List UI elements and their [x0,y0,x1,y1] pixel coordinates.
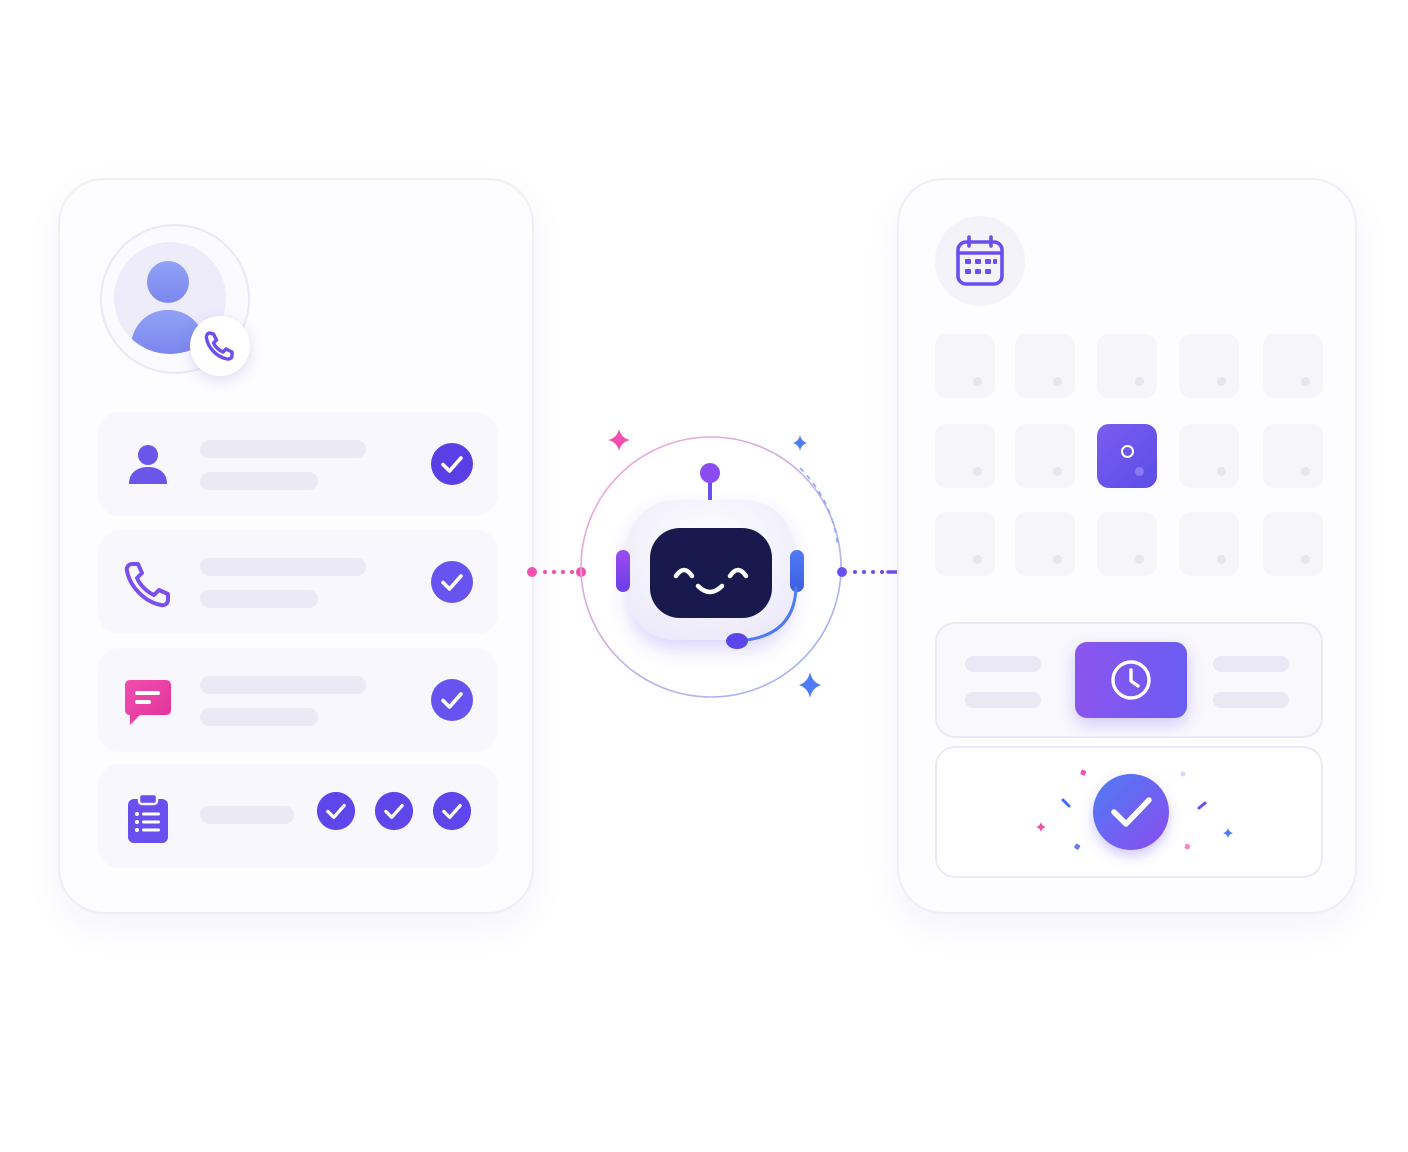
calendar-day[interactable] [1179,512,1239,576]
placeholder-line [200,472,318,490]
caller-avatar [100,224,250,374]
message-row [98,648,498,752]
user-icon [129,445,167,484]
placeholder-line [200,558,366,576]
sparkle-icon [608,429,630,451]
incoming-call-badge [190,316,250,376]
check-icon [431,443,473,485]
calendar-day[interactable] [1015,334,1075,398]
confetti-icon [1036,769,1233,850]
clipboard-list-icon [128,792,168,843]
calendar-day[interactable] [1097,512,1157,576]
calendar-day[interactable] [1263,334,1323,398]
time-picker [935,622,1323,738]
clock-icon [1111,660,1151,700]
placeholder-line [200,590,318,608]
calendar-day[interactable] [1015,512,1075,576]
calendar-icon [956,235,1004,286]
user-icon [130,261,206,354]
call-intake-card [58,178,534,914]
calendar-day[interactable] [935,424,995,488]
placeholder-line [200,806,294,824]
placeholder-line [965,656,1041,672]
booking-confirmation [935,746,1323,878]
calendar-day[interactable] [1015,424,1075,488]
check-icon [431,679,473,721]
phone-icon [124,562,170,608]
calendar-day[interactable] [1179,424,1239,488]
time-slot-button[interactable] [1075,642,1187,718]
check-icon [431,561,473,603]
calendar-day[interactable] [1263,424,1323,488]
phone-icon [204,331,234,361]
calendar-day-selected[interactable] [1097,424,1157,488]
check-icon [374,791,414,831]
sparkle-icon [793,435,807,451]
calendar-badge [935,216,1025,306]
input-connector [527,567,586,577]
placeholder-line [200,708,318,726]
calendar-day[interactable] [935,512,995,576]
calendar-day[interactable] [1097,334,1157,398]
sparkle-icon [799,672,821,698]
calendar-day[interactable] [1179,334,1239,398]
check-icon [432,791,472,831]
placeholder-line [1213,692,1289,708]
calendar-day[interactable] [935,334,995,398]
caller-name-row [98,412,498,516]
calendar-day[interactable] [1263,512,1323,576]
placeholder-line [200,676,366,694]
placeholder-line [965,692,1041,708]
ai-assistant-hub [580,429,842,698]
placeholder-line [200,440,366,458]
audio-waveform-icon [278,274,487,342]
checklist-row [98,764,498,868]
phone-number-row [98,530,498,634]
check-icon [1093,774,1169,850]
appointment-card [897,178,1357,914]
check-icon [316,791,356,831]
chat-icon [125,680,171,725]
placeholder-line [1213,656,1289,672]
